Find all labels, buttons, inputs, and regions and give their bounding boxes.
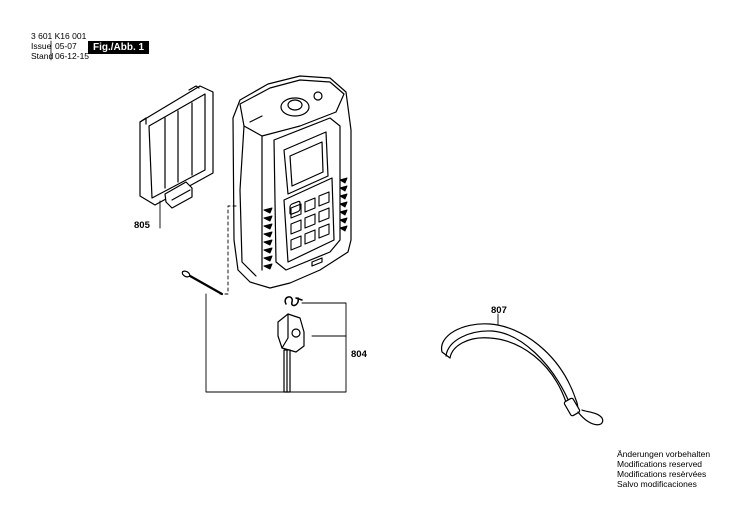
pin-screw	[181, 270, 224, 296]
part-label-805: 805	[134, 220, 150, 231]
wrist-strap	[441, 323, 604, 426]
part-label-804: 804	[351, 349, 367, 360]
note-de: Änderungen vorbehalten	[617, 449, 711, 459]
note-fr: Modifications resèrvées	[617, 469, 707, 479]
locating-bracket	[277, 313, 305, 393]
stand-label: Stand	[31, 51, 54, 61]
issue-label: Issue	[31, 41, 52, 51]
spring	[284, 296, 303, 307]
part-number: 3 601 K16 001	[31, 31, 87, 41]
laser-measure-body	[232, 75, 352, 289]
assembly-line	[227, 205, 237, 295]
stand-value: 06-12-15	[55, 51, 90, 61]
issue-value: 05-07	[55, 41, 77, 51]
note-es: Salvo modificaciones	[617, 479, 697, 489]
battery-cover	[139, 85, 214, 209]
note-en: Modifications reserved	[617, 459, 703, 469]
part-label-807: 807	[491, 305, 507, 316]
figure-badge: Fig./Abb. 1	[88, 41, 150, 54]
